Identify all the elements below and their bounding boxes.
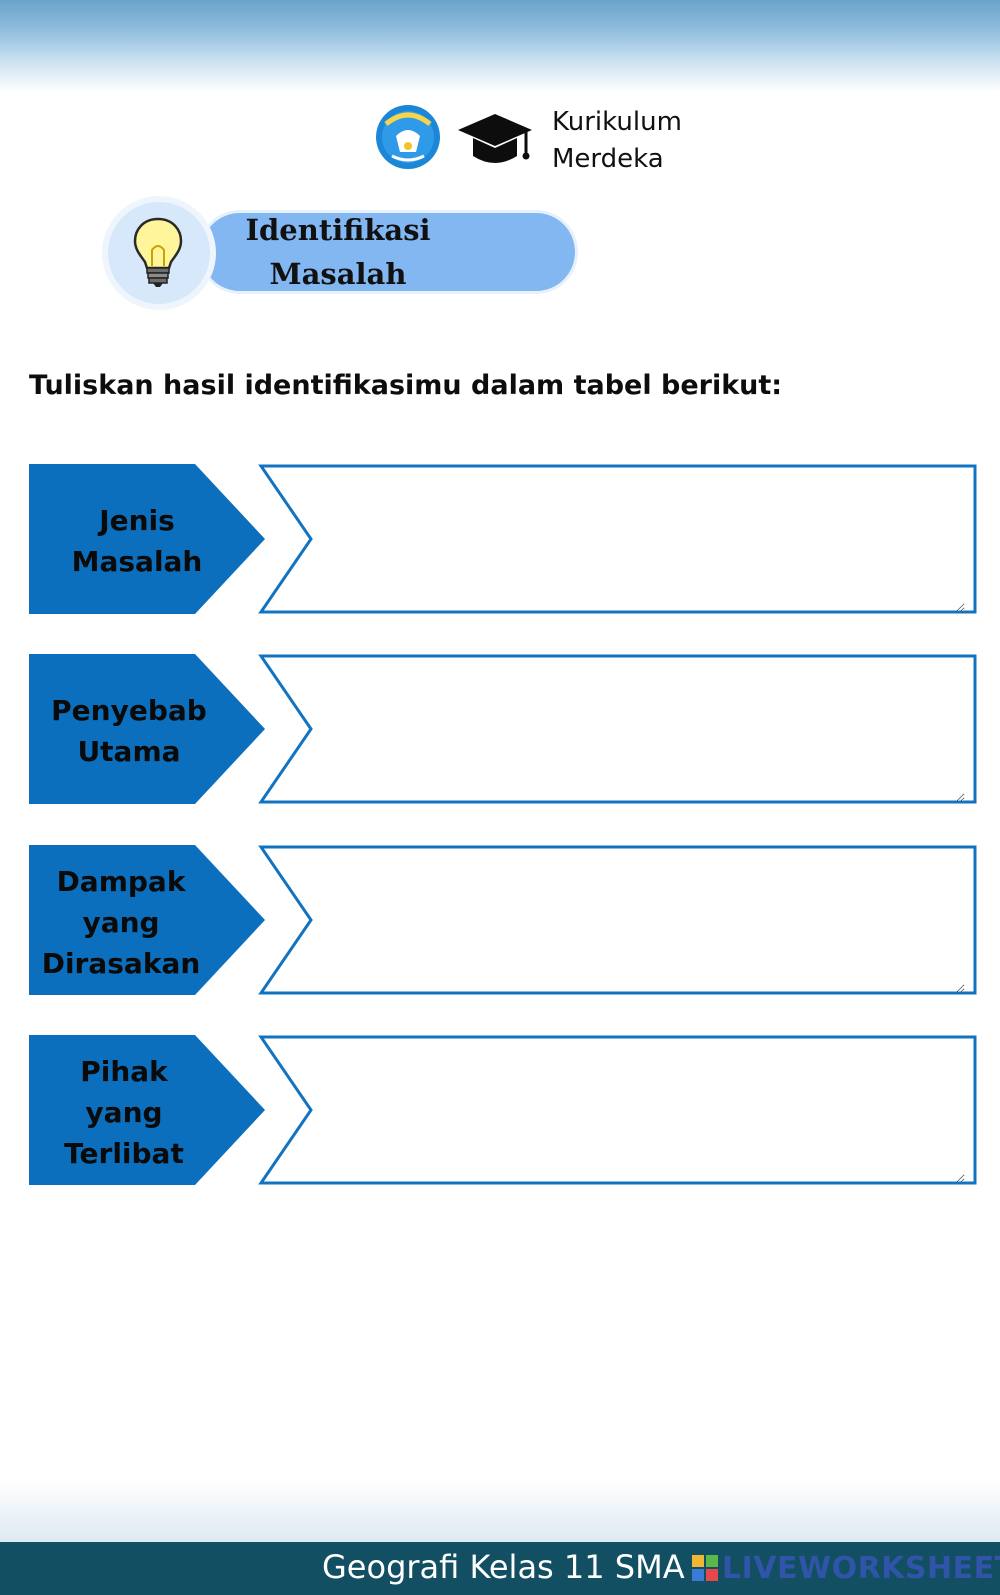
row-label-line: Pihak	[80, 1054, 168, 1088]
section-title: Identifikasi Masalah	[198, 210, 478, 294]
table-row-jenis-masalah: Jenis Masalah	[29, 464, 977, 618]
badge-pill	[198, 210, 578, 294]
logo-line-2: Merdeka	[552, 144, 664, 174]
table-row-dampak-yang-dirasakan: Dampak yang Dirasakan	[29, 845, 977, 999]
top-header-band	[0, 0, 1000, 92]
row-label: Dampak yang Dirasakan	[29, 845, 213, 999]
row-label: Pihak yang Terlibat	[29, 1035, 219, 1189]
liveworksheets-watermark: LIVEWORKSHEETS	[722, 1551, 1000, 1586]
instruction-text: Tuliskan hasil identifikasimu dalam tabe…	[29, 370, 783, 401]
row-label-chevron	[29, 845, 265, 995]
logo-line-1: Kurikulum	[552, 107, 682, 137]
table-row-penyebab-utama: Penyebab Utama	[29, 654, 977, 808]
row-label-line: Terlibat	[64, 1136, 184, 1170]
section-title-line-1: Identifikasi	[245, 213, 431, 247]
footer-bar: Geografi Kelas 11 SMA LIVEWORKSHEETS	[0, 1542, 1000, 1595]
bottom-fade	[0, 1480, 1000, 1542]
row-label-line: Dirasakan	[41, 946, 201, 980]
graduation-cap-icon	[458, 114, 532, 163]
table-row-pihak-yang-terlibat: Pihak yang Terlibat	[29, 1035, 977, 1189]
row-label-line: yang	[85, 1095, 163, 1129]
row-label-chevron	[29, 464, 265, 614]
answer-field-pihak-yang-terlibat[interactable]	[321, 1041, 965, 1183]
row-label-chevron	[29, 654, 265, 804]
row-label-chevron	[29, 1035, 265, 1185]
answer-field-jenis-masalah[interactable]	[321, 470, 965, 612]
row-label: Jenis Masalah	[29, 464, 241, 618]
row-label-line: Jenis Masalah	[71, 504, 203, 578]
tut-wuri-handayani-seal-icon	[376, 105, 440, 169]
section-title-line-2: Masalah	[269, 257, 407, 291]
footer-subject: Geografi Kelas 11 SMA	[322, 1548, 685, 1586]
row-label-line: Penyebab	[51, 694, 207, 727]
answer-field-dampak-yang-dirasakan[interactable]	[321, 851, 965, 993]
row-label-line: yang	[82, 905, 160, 939]
kurikulum-merdeka-logo-text: Kurikulum Merdeka	[552, 104, 682, 178]
row-label: Penyebab Utama	[29, 654, 229, 808]
section-badge: Identifikasi Masalah	[102, 196, 578, 310]
liveworksheets-logo-icon	[692, 1555, 718, 1581]
row-label-line: Utama	[77, 735, 181, 768]
row-label-line: Dampak	[56, 864, 186, 898]
header-logos: Kurikulum Merdeka	[374, 102, 704, 178]
answer-field-penyebab-utama[interactable]	[321, 660, 965, 802]
lightbulb-icon	[133, 217, 183, 287]
